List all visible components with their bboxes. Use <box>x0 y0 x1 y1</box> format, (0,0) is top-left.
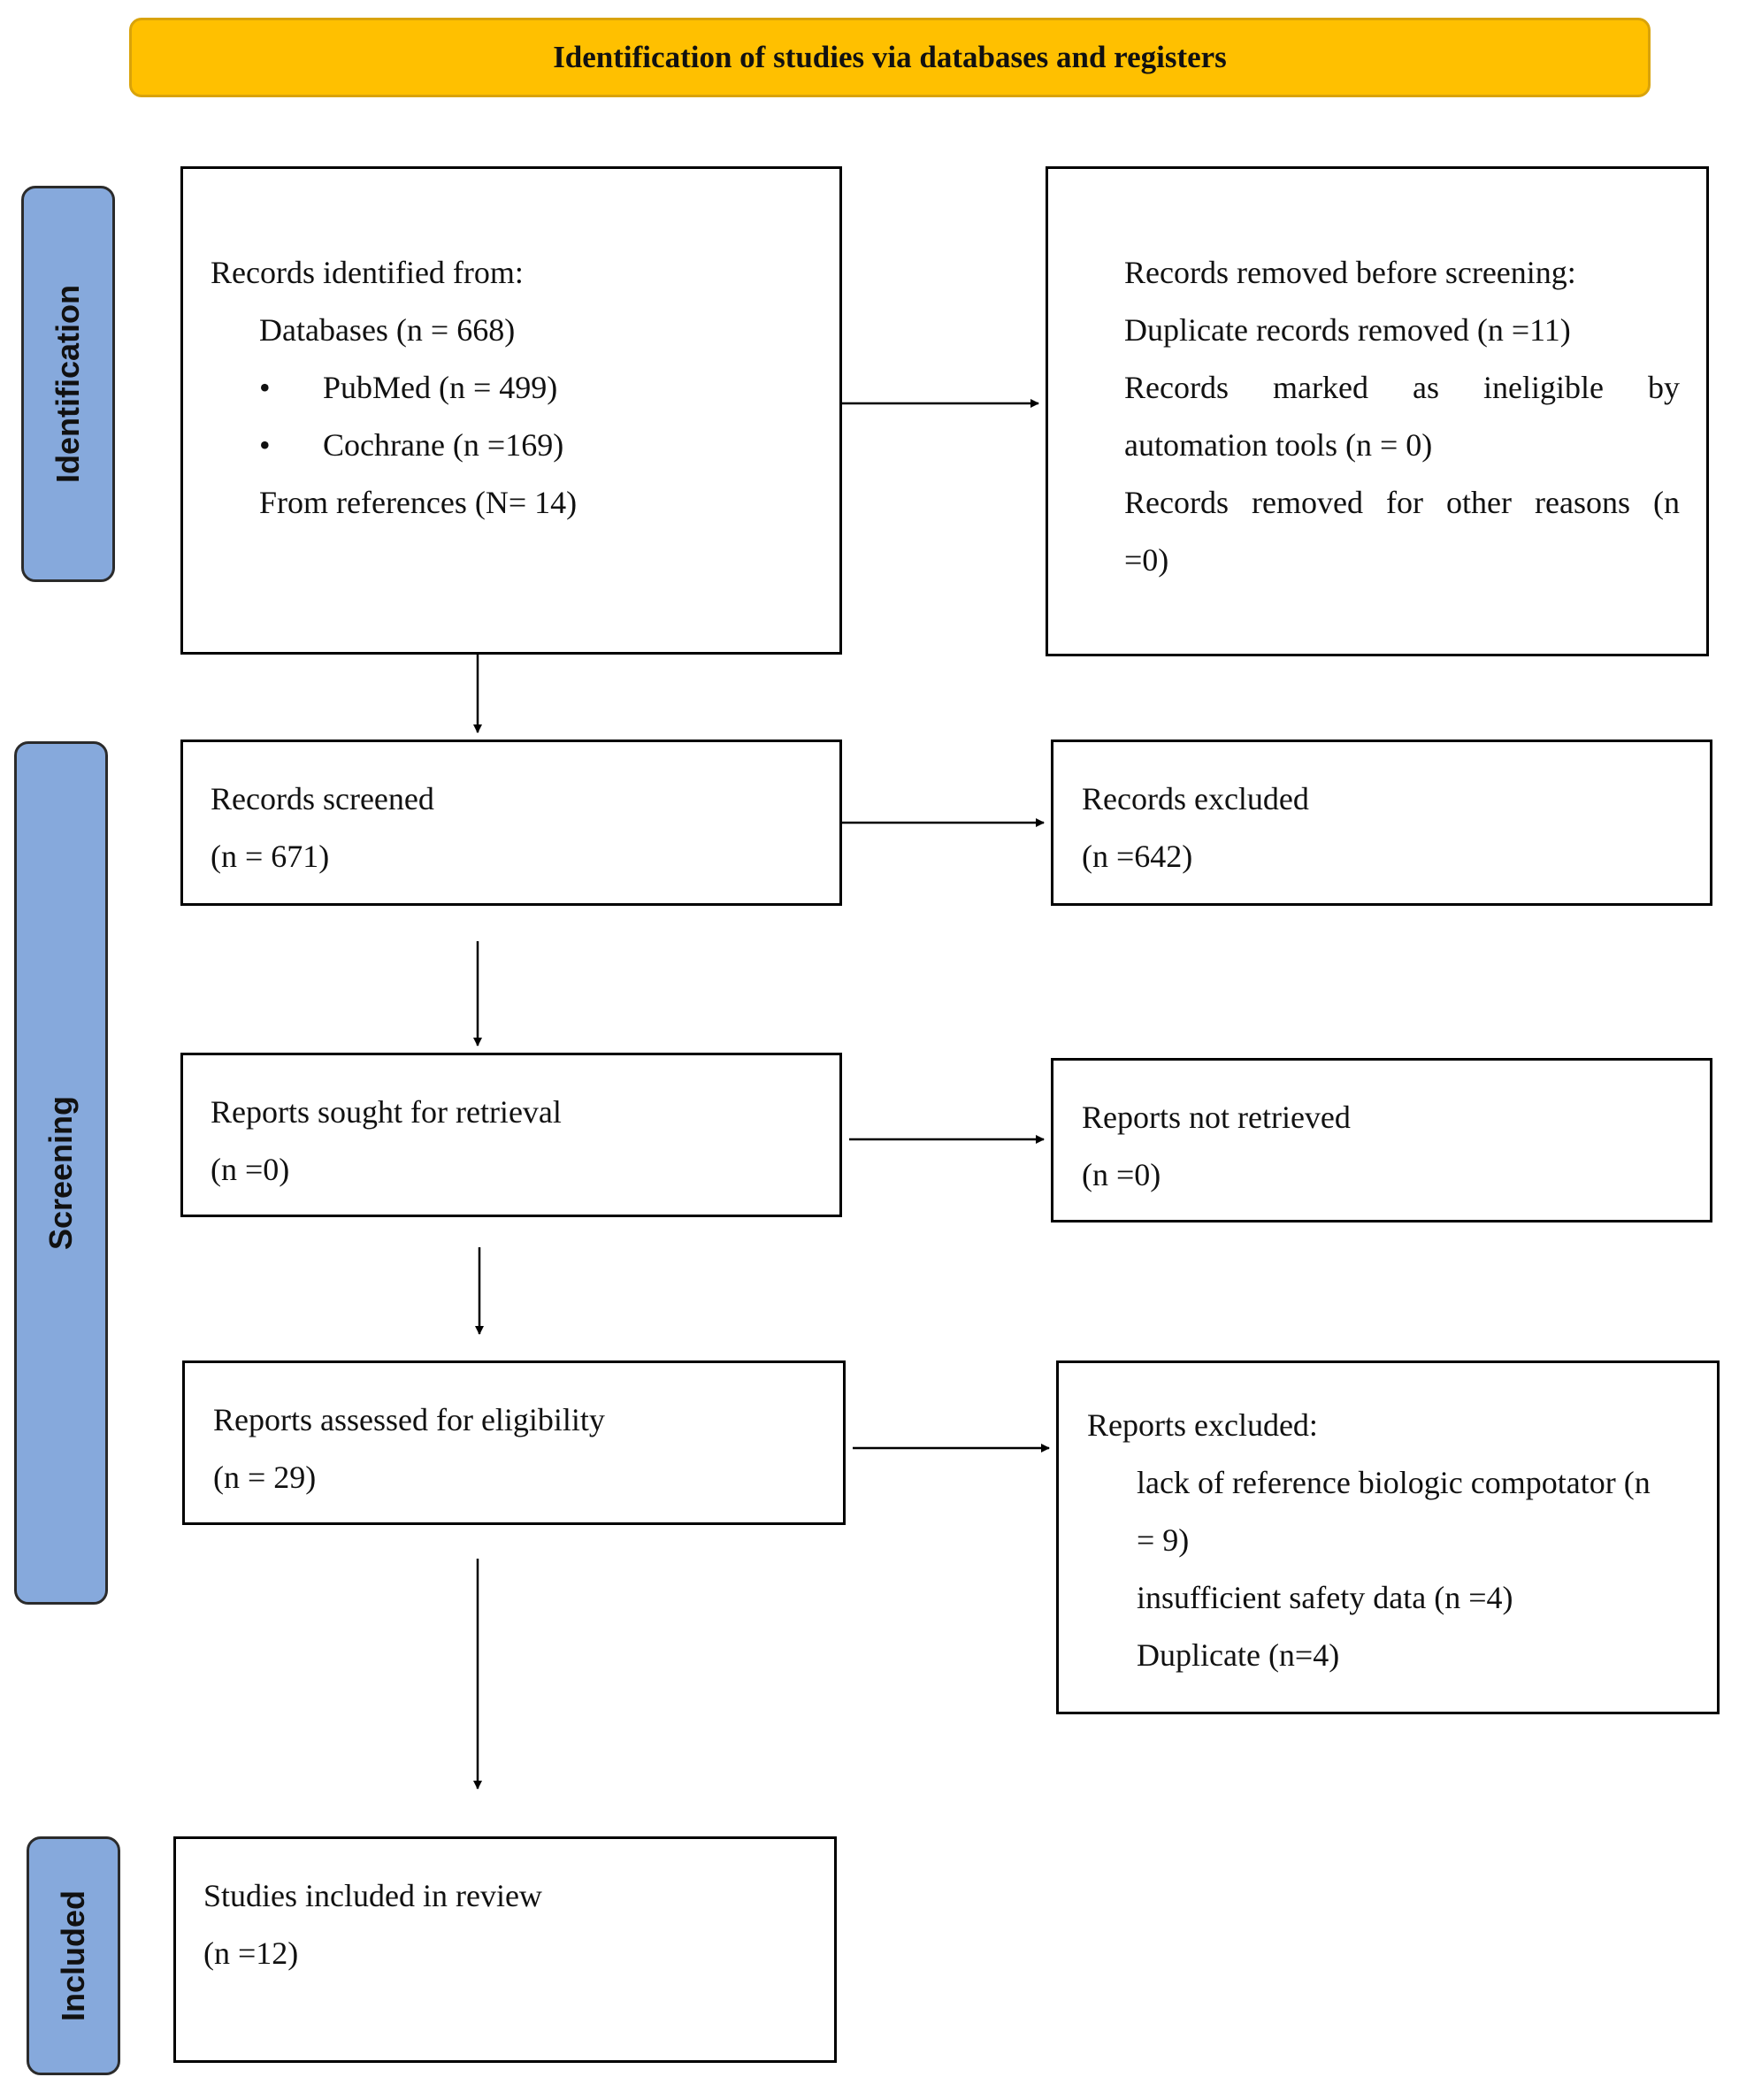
records-removed-heading: Records removed before screening: <box>1124 255 1576 290</box>
records-screened-count: (n = 671) <box>211 839 330 874</box>
reports-excluded-box: Reports excluded: lack of reference biol… <box>1056 1360 1720 1714</box>
reports-not-retrieved-box: Reports not retrieved (n =0) <box>1051 1058 1712 1222</box>
exclusion-reason-2: insufficient safety data (n =4) <box>1137 1580 1513 1615</box>
bullet-icon: • <box>259 427 271 463</box>
exclusion-reason-1-line-1: lack of reference biologic compotator (n <box>1137 1465 1651 1500</box>
references-count: From references (N= 14) <box>259 485 578 520</box>
databases-count: Databases (n = 668) <box>259 312 516 348</box>
duplicates-removed: Duplicate records removed (n =11) <box>1124 312 1571 348</box>
studies-included-box: Studies included in review (n =12) <box>173 1836 837 2063</box>
exclusion-reason-3: Duplicate (n=4) <box>1137 1637 1340 1673</box>
phase-identification: Identification <box>21 186 115 582</box>
records-identified-box: Records identified from: Databases (n = … <box>180 166 842 655</box>
reports-sought-count: (n =0) <box>211 1152 290 1187</box>
records-excluded-box: Records excluded (n =642) <box>1051 740 1712 906</box>
studies-included-label: Studies included in review <box>203 1878 542 1913</box>
records-identified-heading: Records identified from: <box>211 255 524 290</box>
studies-included-count: (n =12) <box>203 1935 299 1971</box>
phase-screening-label: Screening <box>42 1095 79 1251</box>
records-screened-box: Records screened (n = 671) <box>180 740 842 906</box>
phase-screening: Screening <box>14 741 108 1605</box>
reports-not-retrieved-label: Reports not retrieved <box>1082 1100 1351 1135</box>
reports-sought-label: Reports sought for retrieval <box>211 1094 562 1130</box>
records-excluded-label: Records excluded <box>1082 781 1309 816</box>
bullet-icon: • <box>259 370 271 405</box>
exclusion-reason-1-line-2: = 9) <box>1137 1522 1190 1558</box>
reports-assessed-box: Reports assessed for eligibility (n = 29… <box>182 1360 846 1525</box>
cochrane-item: • Cochrane (n =169) <box>183 417 839 474</box>
reports-assessed-count: (n = 29) <box>213 1460 317 1495</box>
phase-included-label: Included <box>55 1889 92 2022</box>
reports-not-retrieved-count: (n =0) <box>1082 1157 1161 1192</box>
ineligible-line-1: Records marked as ineligible by <box>1124 370 1680 405</box>
phase-identification-label: Identification <box>50 285 86 483</box>
records-removed-box: Records removed before screening: Duplic… <box>1046 166 1709 656</box>
pubmed-item: • PubMed (n = 499) <box>183 359 839 417</box>
cochrane-count: Cochrane (n =169) <box>323 427 564 463</box>
phase-included: Included <box>27 1836 120 2075</box>
reports-excluded-heading: Reports excluded: <box>1087 1407 1318 1443</box>
reports-sought-box: Reports sought for retrieval (n =0) <box>180 1053 842 1217</box>
records-excluded-count: (n =642) <box>1082 839 1193 874</box>
other-reasons-line-1: Records removed for other reasons (n <box>1124 485 1680 520</box>
reports-assessed-label: Reports assessed for eligibility <box>213 1402 605 1437</box>
records-screened-label: Records screened <box>211 781 434 816</box>
ineligible-line-2: automation tools (n = 0) <box>1124 427 1433 463</box>
flow-banner: Identification of studies via databases … <box>129 18 1651 97</box>
other-reasons-line-2: =0) <box>1124 542 1169 578</box>
pubmed-count: PubMed (n = 499) <box>323 370 558 405</box>
